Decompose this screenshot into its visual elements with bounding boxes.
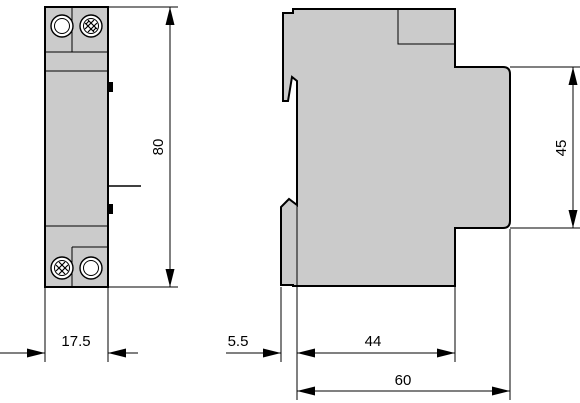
front-lower-lug [108,204,113,214]
top-left-terminal-screw [50,14,74,38]
front-view [44,6,141,288]
dimension-total-depth: 60 [297,372,510,396]
side-view [280,8,511,287]
dimension-height-front-label: 80 [150,139,167,156]
dimension-width-front: 17.5 [0,287,138,362]
dimension-total-depth-label: 60 [395,372,412,389]
side-body [280,8,511,287]
bottom-right-terminal-screw [79,256,103,280]
front-body [44,6,109,288]
dimension-depth-side-label: 44 [365,333,382,350]
side-top-terminal-window [397,9,455,45]
dimension-height-front: 80 [108,6,178,288]
dimension-width-front-label: 17.5 [61,333,90,350]
dimension-offset-side-label: 5.5 [228,333,249,350]
dimension-front-height-side: 45 [510,66,580,229]
top-right-terminal-screw-icon [79,14,103,38]
front-upper-lug [108,82,113,92]
dimension-front-height-side-label: 45 [553,140,570,157]
dimension-depth-side: 5.5 44 [226,229,511,400]
bottom-left-terminal-screw-icon [50,256,74,280]
